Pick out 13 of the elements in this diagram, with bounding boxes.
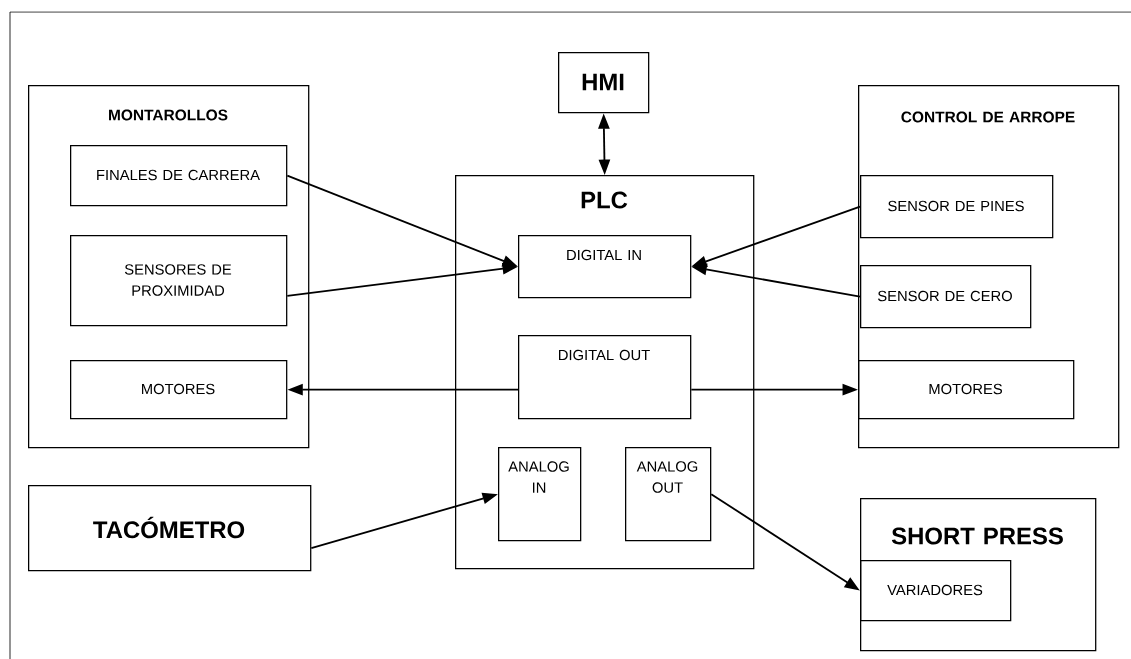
group-box: ANALOG OUT <box>625 447 712 542</box>
group-box: ANALOG IN <box>498 447 582 542</box>
group-box: DIGITAL IN <box>518 235 692 299</box>
process-box: SENSOR DE PINES <box>860 175 1054 239</box>
process-box: VARIADORES <box>860 560 1012 622</box>
process-box: MOTORES <box>70 360 288 420</box>
group-box: DIGITAL OUT <box>518 335 692 420</box>
process-box: SENSOR DE CERO <box>860 265 1032 329</box>
process-box: TACÓMETRO <box>28 485 312 572</box>
process-box: MOTORES <box>858 360 1075 420</box>
process-box: FINALES DE CARRERA <box>70 145 288 207</box>
process-box: HMI <box>558 52 650 114</box>
process-box: SENSORES DE PROXIMIDAD <box>70 235 288 327</box>
